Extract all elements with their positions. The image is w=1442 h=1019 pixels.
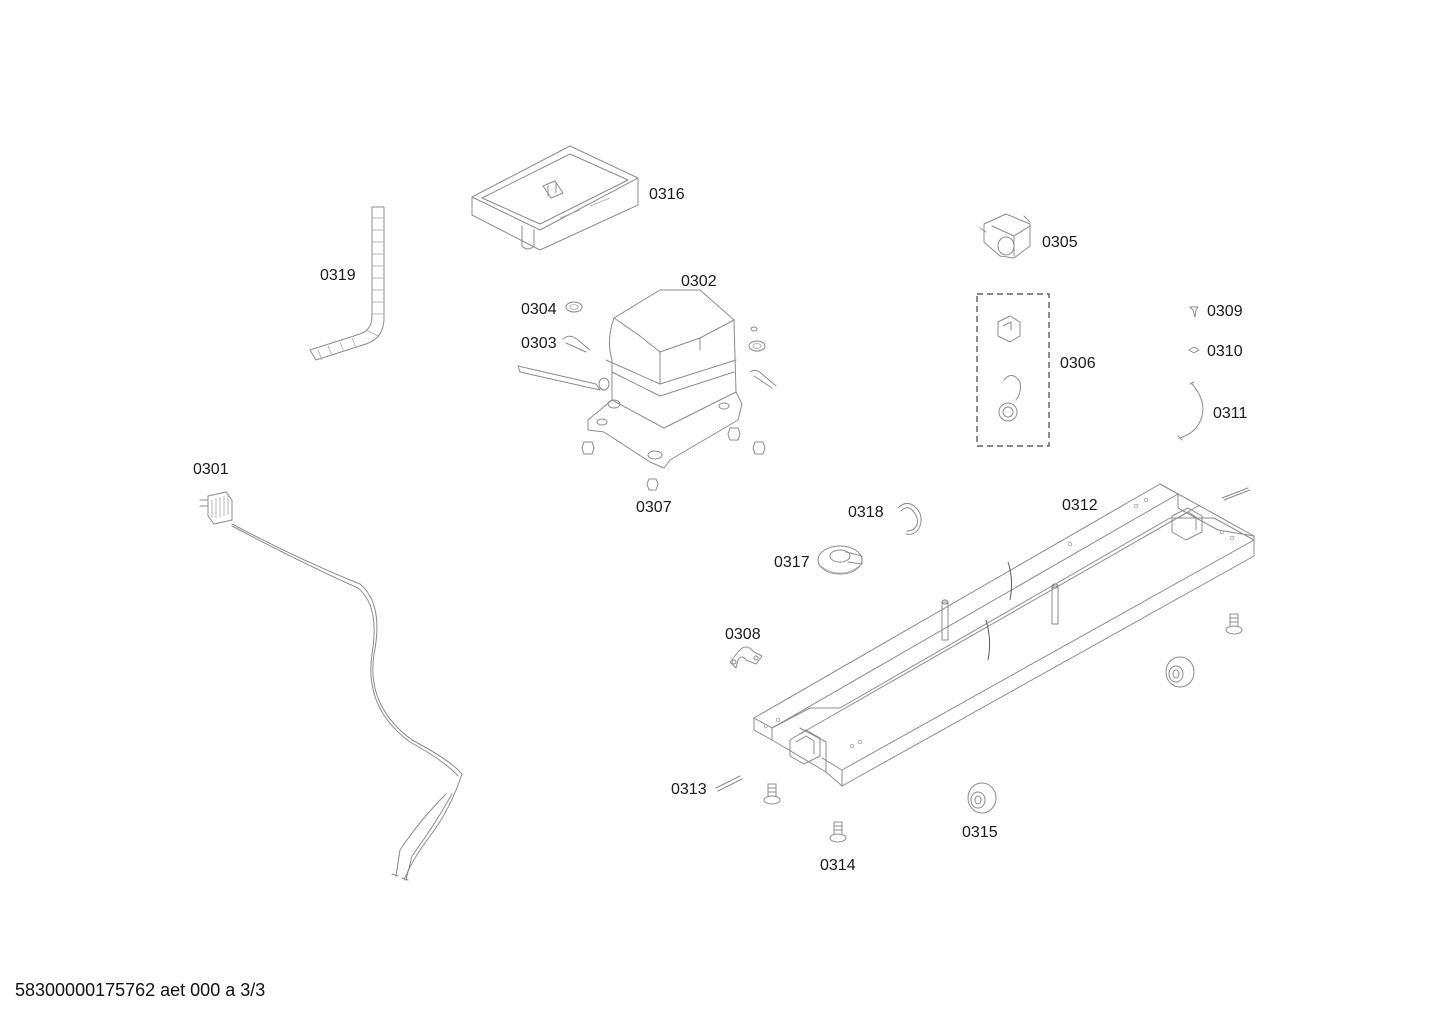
pin-part-0313: [715, 775, 743, 792]
label-0317: 0317: [774, 554, 810, 571]
label-0304: 0304: [521, 301, 557, 318]
label-0318: 0318: [848, 504, 884, 521]
label-0301: 0301: [193, 461, 229, 478]
castor-part: [1165, 656, 1195, 688]
starter-relay-part: [997, 315, 1021, 343]
label-0307: 0307: [636, 499, 672, 516]
label-0310: 0310: [1207, 343, 1243, 360]
screw-part: [1189, 306, 1199, 318]
label-0316: 0316: [649, 186, 685, 203]
label-0315: 0315: [962, 824, 998, 841]
pin-part: [1221, 487, 1251, 501]
label-0313: 0313: [671, 781, 707, 798]
foot-screw-part: [1225, 613, 1243, 635]
label-0306: 0306: [1060, 355, 1096, 372]
pipe-clamp-part: [729, 646, 763, 669]
clip-part: [562, 335, 591, 353]
label-0312: 0312: [1062, 497, 1098, 514]
label-0314: 0314: [820, 857, 856, 874]
label-0305: 0305: [1042, 234, 1078, 251]
foot-screw-part-left: [763, 783, 781, 805]
overload-protector-part: [998, 375, 1021, 422]
retaining-ring-part: [897, 502, 922, 535]
label-0319: 0319: [320, 267, 356, 284]
starter-group-box: [976, 293, 1050, 447]
drain-hose-part: [309, 206, 385, 361]
label-0309: 0309: [1207, 303, 1243, 320]
document-id: 58300000175762 aet 000 a 3/3: [15, 980, 266, 1000]
relay-part: [979, 213, 1031, 259]
nut-part: [646, 478, 659, 491]
drip-tray-part: [471, 145, 639, 251]
base-frame-part: [753, 483, 1255, 787]
slotted-washer-part: [817, 545, 863, 575]
label-0303: 0303: [521, 335, 557, 352]
power-cord-part: [199, 491, 463, 881]
label-0302: 0302: [681, 273, 717, 290]
grommet-part: [565, 301, 583, 313]
castor-wheel-part: [967, 782, 997, 814]
cable-part: [1179, 383, 1204, 439]
washer-part: [1188, 346, 1200, 354]
compressor-part: [517, 289, 777, 469]
label-0311: 0311: [1213, 405, 1248, 422]
label-0308: 0308: [725, 626, 761, 643]
adjustable-foot-part: [829, 821, 847, 843]
